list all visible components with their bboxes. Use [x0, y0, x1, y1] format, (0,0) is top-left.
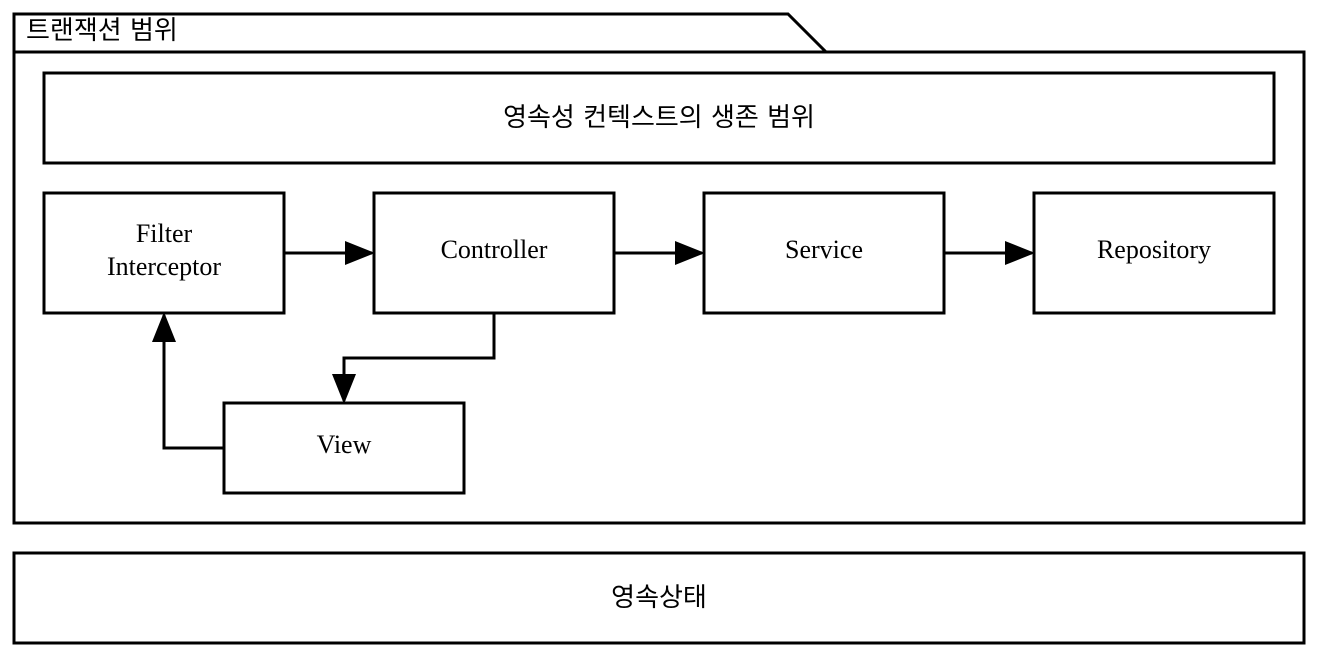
- persistent-state-box: [12, 551, 1306, 645]
- controller-box: [372, 191, 616, 315]
- transaction-scope-label: 트랜잭션 범위: [26, 16, 178, 46]
- persistence-context-box: [42, 71, 1276, 165]
- persistent-state-label: 영속상태: [611, 583, 707, 613]
- controller-label: Controller: [441, 235, 548, 264]
- filter-label: Filter: [136, 219, 193, 248]
- service-label: Service: [785, 235, 863, 264]
- repository-box: [1032, 191, 1276, 315]
- interceptor-label: Interceptor: [107, 252, 221, 281]
- arrow-view-to-filter: [152, 312, 224, 450]
- repository-label: Repository: [1097, 235, 1211, 264]
- view-label: View: [317, 430, 372, 459]
- persistence-context-label: 영속성 컨텍스트의 생존 범위: [503, 103, 815, 133]
- filter-interceptor-box: [42, 191, 286, 315]
- view-box: [222, 401, 466, 495]
- arrow-controller-to-view: [332, 313, 496, 404]
